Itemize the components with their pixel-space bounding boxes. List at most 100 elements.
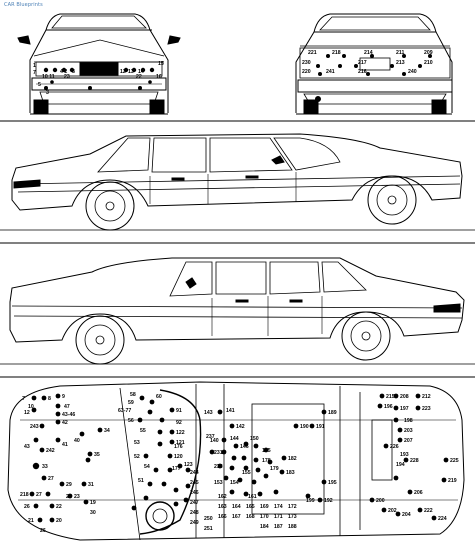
under-callout: 194	[396, 462, 405, 468]
rear-callout: 209	[424, 50, 433, 56]
under-callout: 40	[74, 438, 80, 444]
front-callout: 22	[136, 74, 142, 80]
side-view-right	[0, 257, 475, 365]
under-callout: 250	[204, 516, 213, 522]
under-callout: 175	[262, 448, 271, 454]
under-callout: 20	[56, 518, 62, 524]
under-callout: 165	[246, 504, 255, 510]
under-callout: 178	[262, 458, 271, 464]
front-callout: 8	[72, 69, 75, 75]
under-callout: 189	[328, 410, 337, 416]
under-callout: 242	[46, 448, 55, 454]
under-callout: 249	[190, 520, 199, 526]
under-callout: 154	[230, 480, 239, 486]
under-callout: 28	[66, 494, 72, 500]
under-callout: 142	[236, 424, 245, 430]
under-callout: 177	[172, 466, 181, 472]
front-view	[17, 13, 181, 115]
under-callout: 191	[316, 424, 325, 430]
under-callout: 33	[42, 464, 48, 470]
under-callout: 207	[404, 438, 413, 444]
rear-callout: 213	[396, 60, 405, 66]
under-callout: 188	[288, 524, 297, 530]
underbody-callouts: 7 8 9 10 12 47 43-46 42 34 243 40 41 242…	[20, 392, 459, 534]
under-callout: 215	[386, 394, 395, 400]
under-callout: 144	[230, 436, 239, 442]
under-callout: 60	[156, 394, 162, 400]
under-callout: 27	[36, 492, 42, 498]
under-callout: 199	[306, 498, 315, 504]
under-callout: 192	[324, 498, 333, 504]
front-callout: 7	[33, 70, 36, 76]
under-callout: 225	[450, 458, 459, 464]
under-callout: 193	[400, 452, 409, 458]
under-callout: 202	[388, 508, 397, 514]
under-callout: 166	[218, 514, 227, 520]
under-callout: 204	[402, 512, 411, 518]
front-callout: 1	[33, 63, 36, 69]
underbody-view	[7, 381, 465, 541]
under-callout: 163	[218, 504, 227, 510]
under-callout: 228	[410, 458, 419, 464]
under-callout: 9	[62, 394, 65, 400]
under-callout: 244	[190, 470, 199, 476]
under-callout: 55	[140, 428, 146, 434]
under-callout: 35	[94, 452, 100, 458]
under-callout: 224	[438, 516, 447, 522]
rear-callout: 221	[308, 50, 317, 56]
rear-callout: 241	[326, 69, 335, 75]
front-callout: 12	[120, 69, 126, 75]
under-callout: 22	[56, 504, 62, 510]
under-callout: 174	[274, 504, 283, 510]
rear-callout: 210	[424, 60, 433, 66]
front-callout: 13	[128, 69, 134, 75]
under-callout: 52	[134, 454, 140, 460]
under-callout: 243	[30, 424, 39, 430]
under-callout: 146	[240, 444, 249, 450]
under-callout: 150	[250, 436, 259, 442]
under-callout: 184	[260, 524, 269, 530]
under-callout: 7	[22, 396, 25, 402]
under-callout: 170	[260, 514, 269, 520]
under-callout: 143	[204, 410, 213, 416]
under-callout: 179	[270, 466, 279, 472]
under-callout: 56	[128, 418, 134, 424]
under-callout: 51	[138, 478, 144, 484]
under-callout: 208	[400, 394, 409, 400]
under-callout: 237	[206, 434, 215, 440]
under-callout: 198	[404, 418, 413, 424]
underbody-dots	[29, 393, 449, 523]
under-callout: 58	[130, 392, 136, 398]
under-callout: 219	[448, 478, 457, 484]
front-callout: 10 11	[42, 74, 55, 80]
under-callout: 195	[328, 480, 337, 486]
under-callout: 19	[90, 500, 96, 506]
under-callout: 47	[64, 404, 70, 410]
rear-callout: 211	[396, 50, 404, 56]
under-callout: 63-77	[118, 408, 131, 414]
front-callout: 23	[64, 74, 70, 80]
under-callout: 29	[66, 482, 72, 488]
under-callout: 187	[274, 524, 283, 530]
under-callout: 247	[190, 500, 199, 506]
under-callout: 161	[248, 494, 257, 500]
under-callout: 171	[274, 514, 283, 520]
rear-callout: 220	[302, 69, 311, 75]
under-callout: 190	[300, 424, 309, 430]
front-callout: 16	[156, 74, 162, 80]
under-callout: 164	[232, 504, 241, 510]
under-callout: 53	[134, 440, 140, 446]
under-callout: 155	[242, 470, 251, 476]
under-callout: 43	[24, 444, 30, 450]
under-callout: 92	[176, 420, 182, 426]
under-callout: 246	[190, 490, 199, 496]
under-callout: 223	[422, 406, 431, 412]
under-callout: 200	[376, 498, 385, 504]
under-callout: 141	[226, 408, 235, 414]
under-callout: 183	[286, 470, 295, 476]
under-callout: 120	[174, 454, 183, 460]
under-callout: 41	[62, 442, 68, 448]
rear-callout: 240	[408, 69, 417, 75]
under-callout: 91	[176, 408, 182, 414]
